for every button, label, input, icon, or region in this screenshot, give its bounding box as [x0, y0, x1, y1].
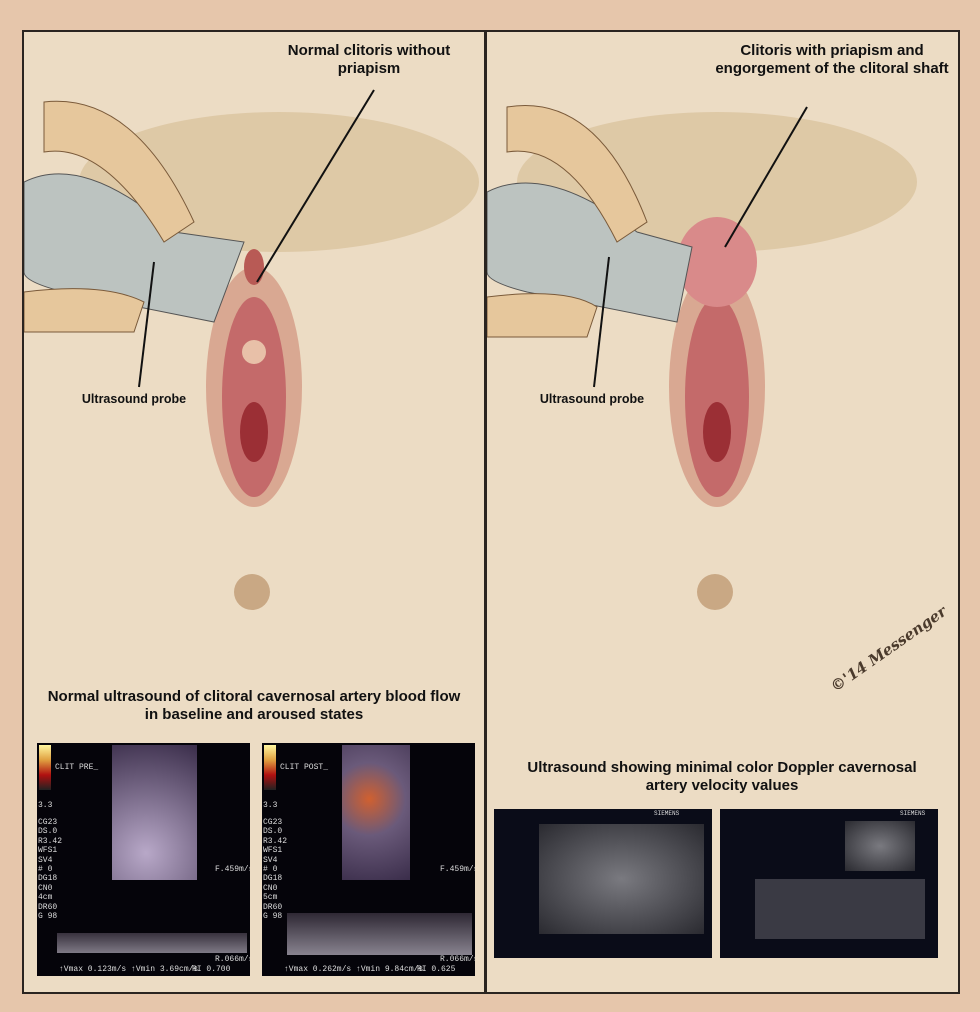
- left-caption: Normal ultrasound of clitoral cavernosal…: [47, 688, 461, 723]
- ultrasound-scan-priapism-2: SIEMENS: [720, 809, 938, 958]
- scan-readout: ↑Vmax 0.262m/s ↑Vmin 9.84cm/s: [284, 965, 424, 974]
- scan-r: R.066m/s: [440, 955, 475, 964]
- panel-divider: [484, 30, 487, 994]
- priapism-callout: Clitoris with priapism and engorgement o…: [715, 42, 949, 77]
- right-panel: Clitoris with priapism and engorgement o…: [487, 32, 956, 990]
- scan-params: CG23 DS.0 R3.42 WFS1 SV4 # 0 DG18 CN0 5c…: [263, 818, 288, 922]
- probe-label-right: Ultrasound probe: [539, 392, 645, 406]
- scan-brand: SIEMENS: [654, 810, 680, 817]
- ultrasound-scan-pre: CLIT PRE_ 3.3 CG23 DS.0 R3.42 WFS1 SV4 #…: [37, 743, 250, 976]
- left-panel: Normal clitoris without priapism Ultraso…: [24, 32, 484, 990]
- scan-r: R.066m/s: [215, 955, 250, 964]
- normal-anatomy-illustration: [24, 89, 479, 610]
- normal-clitoris-callout: Normal clitoris without priapism: [287, 42, 451, 77]
- scan-title: CLIT POST_: [280, 763, 329, 772]
- scan-scale: 3.3: [38, 801, 53, 810]
- ultrasound-scan-post: CLIT POST_ 3.3 CG23 DS.0 R3.42 WFS1 SV4 …: [262, 743, 475, 976]
- probe-label-left: Ultrasound probe: [81, 392, 187, 406]
- scan-readout: ↑Vmax 0.123m/s ↑Vmin 3.69cm/s: [59, 965, 199, 974]
- right-caption: Ultrasound showing minimal color Doppler…: [527, 759, 917, 794]
- scan-ri: RI 0.700: [192, 965, 231, 974]
- ultrasound-scan-priapism-1: SIEMENS: [494, 809, 712, 958]
- scan-scale: 3.3: [263, 801, 278, 810]
- priapism-anatomy-illustration: [487, 105, 917, 610]
- scan-f: F.459m/s: [215, 865, 250, 874]
- scan-params: CG23 DS.0 R3.42 WFS1 SV4 # 0 DG18 CN0 4c…: [38, 818, 63, 922]
- scan-f: F.459m/s: [440, 865, 475, 874]
- scan-ri: RI 0.625: [417, 965, 456, 974]
- scan-title: CLIT PRE_: [55, 763, 99, 772]
- scan-brand: SIEMENS: [900, 810, 926, 817]
